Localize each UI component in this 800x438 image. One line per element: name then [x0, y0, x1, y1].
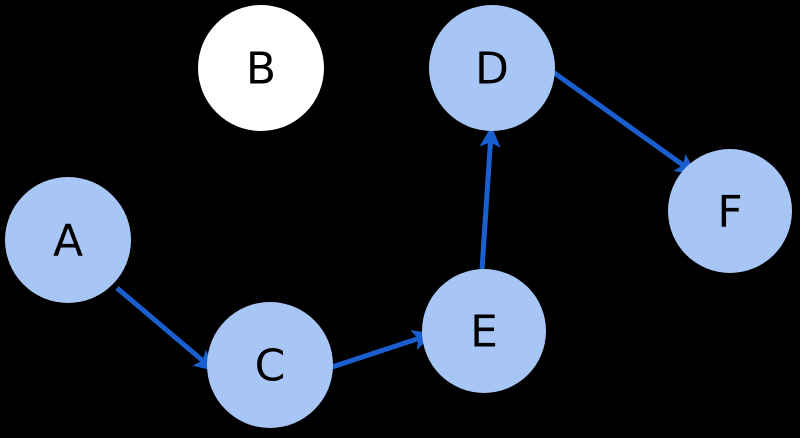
node-b[interactable]: B — [198, 5, 324, 131]
node-f-circle[interactable] — [668, 149, 792, 273]
node-d[interactable]: D — [429, 5, 555, 131]
node-b-circle[interactable] — [198, 5, 324, 131]
edge-d-f[interactable] — [551, 69, 697, 175]
node-c[interactable]: C — [207, 302, 333, 428]
edge-a-c[interactable] — [115, 286, 216, 372]
edge-c-e[interactable] — [331, 330, 434, 370]
edges-layer — [115, 69, 697, 372]
node-a-circle[interactable] — [5, 177, 131, 303]
node-e-circle[interactable] — [422, 269, 546, 393]
node-a[interactable]: A — [5, 177, 131, 303]
node-c-circle[interactable] — [207, 302, 333, 428]
node-e[interactable]: E — [422, 269, 546, 393]
node-d-circle[interactable] — [429, 5, 555, 131]
edge-e-d[interactable] — [479, 126, 501, 270]
node-f[interactable]: F — [668, 149, 792, 273]
